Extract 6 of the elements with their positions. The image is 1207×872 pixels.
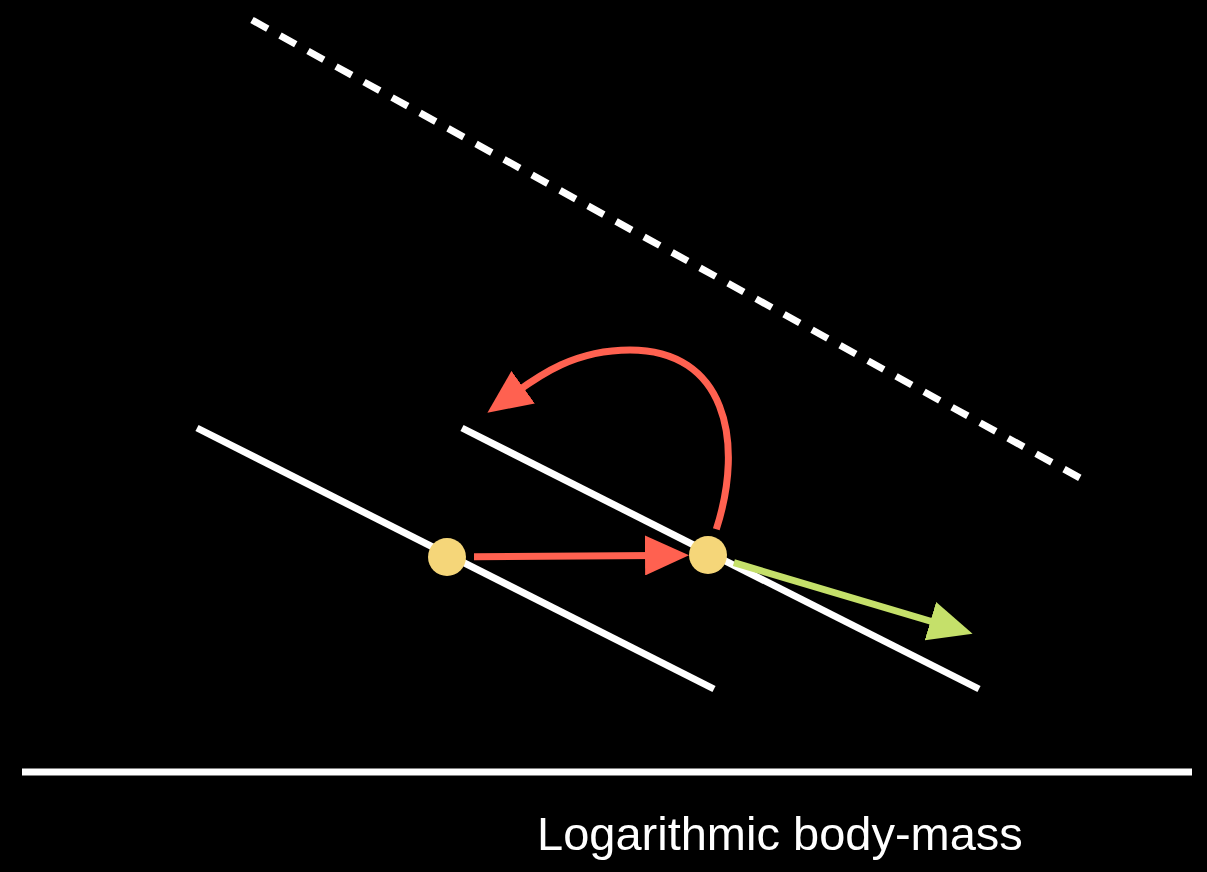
arrow [732,559,973,641]
arrow [487,346,732,531]
data-point-circle [689,536,727,574]
axis-label: Logarithmic body-mass [537,806,1023,861]
arrow [473,535,689,576]
data-point-circle [428,538,466,576]
